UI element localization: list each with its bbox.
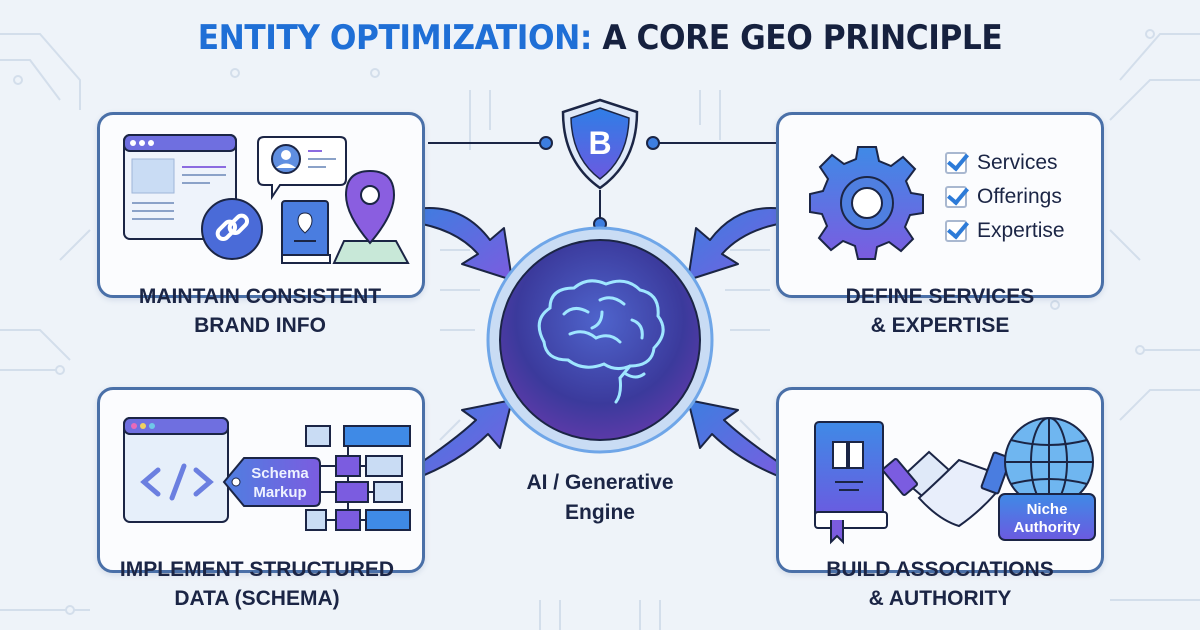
svg-text:Authority: Authority <box>1014 519 1081 536</box>
card-structured-data-label: IMPLEMENT STRUCTURED DATA (SCHEMA) <box>119 558 395 610</box>
hierarchy-icon <box>305 425 411 531</box>
checkbox-icon <box>945 152 967 174</box>
card-structured-data: Schema Markup <box>97 387 425 573</box>
link-icon <box>201 198 263 260</box>
svg-text:Niche: Niche <box>1027 501 1068 518</box>
page-title: ENTITY OPTIMIZATION: A CORE GEO PRINCIPL… <box>197 18 1003 58</box>
arrow-bottom-left <box>409 399 513 481</box>
profile-chat-icon <box>257 136 347 201</box>
brand-shield-icon: B <box>561 98 639 190</box>
checklist-item-expertise: Expertise <box>945 219 1065 243</box>
map-pin-icon <box>332 169 410 264</box>
svg-text:Markup: Markup <box>253 484 306 501</box>
card-authority-label: BUILD ASSOCIATIONS & AUTHORITY <box>826 558 1054 610</box>
checkbox-icon <box>945 220 967 242</box>
svg-text:Schema: Schema <box>251 465 309 482</box>
checklist-item-offerings: Offerings <box>945 185 1062 209</box>
gear-icon <box>809 146 924 260</box>
book-icon <box>814 421 888 545</box>
tag-icon: Schema Markup <box>222 457 321 507</box>
card-brand-info <box>97 112 425 298</box>
arrow-bottom-right <box>687 399 791 481</box>
card-services: Services Offerings Expertise <box>776 112 1104 298</box>
globe-icon: Niche Authority <box>998 417 1096 541</box>
ai-engine-node <box>486 226 714 454</box>
svg-text:B: B <box>588 125 611 161</box>
brain-icon <box>537 279 665 404</box>
ai-engine-label: AI / Generative Engine <box>526 471 674 524</box>
card-authority: Niche Authority <box>776 387 1104 573</box>
card-services-label: DEFINE SERVICES & EXPERTISE <box>845 285 1035 337</box>
directory-book-icon <box>281 200 331 264</box>
card-brand-info-label: MAINTAIN CONSISTENT BRAND INFO <box>138 285 382 337</box>
code-window-icon <box>123 417 229 523</box>
checkbox-icon <box>945 186 967 208</box>
checklist-item-services: Services <box>945 151 1058 175</box>
handshake-icon <box>881 450 1012 528</box>
